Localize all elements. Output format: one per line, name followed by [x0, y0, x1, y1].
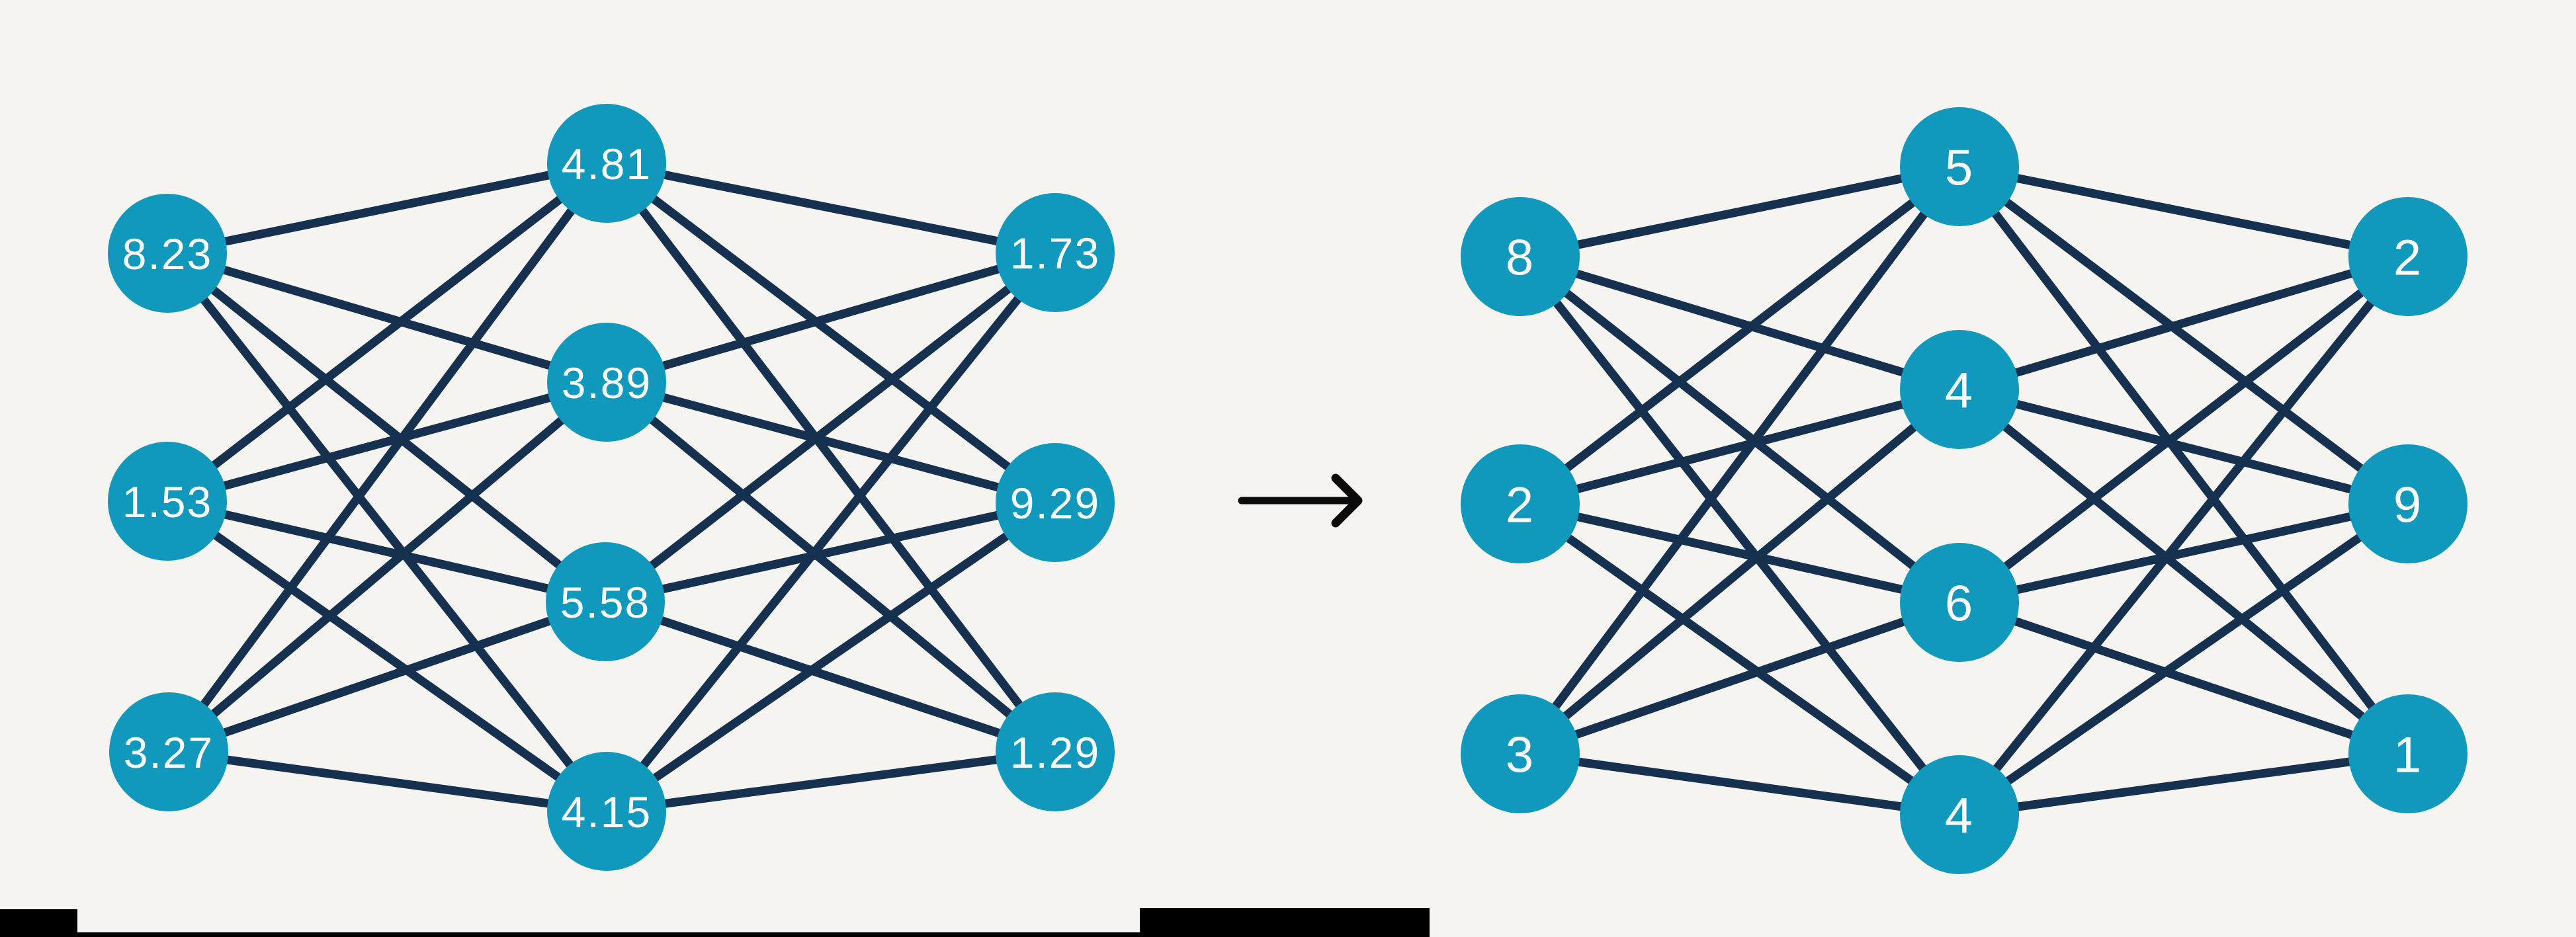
- network-edge: [1517, 386, 1963, 758]
- network-edge: [1956, 386, 2411, 758]
- network-edge: [1957, 163, 2411, 508]
- network-edge: [604, 498, 1056, 606]
- float-weights-network-hidden-node: [547, 752, 666, 871]
- network-edge: [1958, 162, 2409, 261]
- float-weights-network-hidden-node: [547, 323, 666, 442]
- node-value-label: 1.53: [122, 477, 212, 526]
- network-edge: [165, 159, 609, 505]
- integer-weights-network-output-node: [2348, 197, 2468, 316]
- network-edge: [166, 249, 608, 387]
- network-edge: [1518, 500, 1962, 819]
- network-edge: [603, 249, 1058, 606]
- network-edge: [603, 378, 1058, 756]
- network-edge: [1519, 385, 1961, 509]
- node-value-label: 5.58: [560, 578, 650, 627]
- network-edge: [603, 597, 1057, 756]
- network-edge: [1516, 164, 1963, 756]
- float-weights-network-hidden-node: [547, 104, 666, 223]
- network-edge: [603, 161, 1059, 754]
- float-weights-network-input-node: [109, 692, 228, 811]
- network-edge: [1518, 163, 1962, 508]
- network-edge: [1955, 164, 2412, 756]
- integer-weights-network-hidden-node: [1900, 330, 2019, 449]
- integer-weights-network-output-node: [2348, 694, 2468, 813]
- network-edge: [604, 499, 1058, 815]
- network-edge: [1958, 385, 2409, 509]
- network-edge: [1957, 598, 2410, 758]
- node-value-label: 4.81: [562, 140, 652, 188]
- network-edge: [166, 378, 608, 506]
- network-edge: [165, 161, 611, 754]
- float-weights-network-output-node: [996, 692, 1115, 811]
- network-edge: [1957, 253, 2411, 606]
- bottom-black-bar: [0, 932, 1140, 937]
- network-edge: [1519, 162, 1961, 261]
- node-value-label: 8.23: [122, 229, 212, 278]
- network-edge: [166, 159, 608, 258]
- float-weights-network-hidden-node: [546, 542, 665, 661]
- node-value-label: 1.73: [1010, 229, 1100, 278]
- node-value-label: 1: [2393, 727, 2423, 783]
- node-value-label: 9.29: [1010, 479, 1100, 528]
- integer-weights-network-output-node: [2348, 444, 2468, 563]
- node-value-label: 3: [1506, 727, 1535, 783]
- network-edge: [606, 747, 1056, 816]
- network-edge: [605, 248, 1056, 387]
- float-weights-network-output-node: [996, 193, 1115, 312]
- integer-weights-network-hidden-node: [1900, 543, 2019, 662]
- network-edge: [164, 249, 609, 606]
- node-value-label: 6: [1945, 575, 1974, 631]
- network-edge: [1520, 749, 1960, 819]
- node-value-label: 4.15: [562, 788, 652, 836]
- float-weights-network-output-node: [996, 443, 1115, 562]
- network-edge: [605, 378, 1056, 507]
- network-edge: [1519, 499, 1961, 607]
- network-edge: [165, 497, 609, 815]
- integer-weights-network-input-node: [1461, 197, 1580, 316]
- node-value-label: 4: [1945, 362, 1974, 419]
- integer-weights-network-input-node: [1461, 694, 1580, 813]
- network-edge: [1959, 749, 2409, 819]
- network-edge: [1519, 252, 1961, 394]
- node-value-label: 2: [1506, 477, 1535, 533]
- node-value-label: 3.27: [124, 728, 214, 777]
- node-value-label: 2: [2393, 229, 2423, 286]
- network-edge: [1958, 499, 2409, 607]
- network-edge: [604, 159, 1058, 507]
- network-edge: [1518, 598, 1961, 758]
- node-value-label: 9: [2393, 477, 2423, 533]
- node-value-label: 3.89: [562, 358, 652, 407]
- integer-weights-network-input-node: [1461, 444, 1580, 563]
- node-value-label: 8: [1506, 229, 1535, 286]
- integer-weights-network-hidden-node: [1900, 755, 2019, 874]
- network-edge: [1958, 252, 2409, 394]
- network-edge: [1957, 500, 2411, 819]
- network-edge: [1517, 253, 1963, 606]
- network-edge: [163, 250, 611, 815]
- node-value-label: 4: [1945, 788, 1974, 844]
- network-edge: [165, 379, 610, 755]
- network-edge: [167, 597, 607, 756]
- transform-arrow-head: [1331, 473, 1363, 528]
- network-edge: [166, 497, 607, 606]
- node-value-label: 1.29: [1010, 728, 1100, 777]
- network-edge: [603, 249, 1059, 815]
- network-edge: [1516, 253, 1963, 818]
- network-edge: [168, 747, 607, 816]
- network-edge: [605, 159, 1056, 257]
- node-value-label: 5: [1945, 140, 1974, 196]
- float-weights-network-input-node: [108, 194, 227, 313]
- integer-weights-network-hidden-node: [1900, 107, 2019, 226]
- network-edge: [1955, 253, 2412, 818]
- bottom-black-bar: [1140, 908, 1430, 937]
- float-weights-network-input-node: [108, 442, 227, 561]
